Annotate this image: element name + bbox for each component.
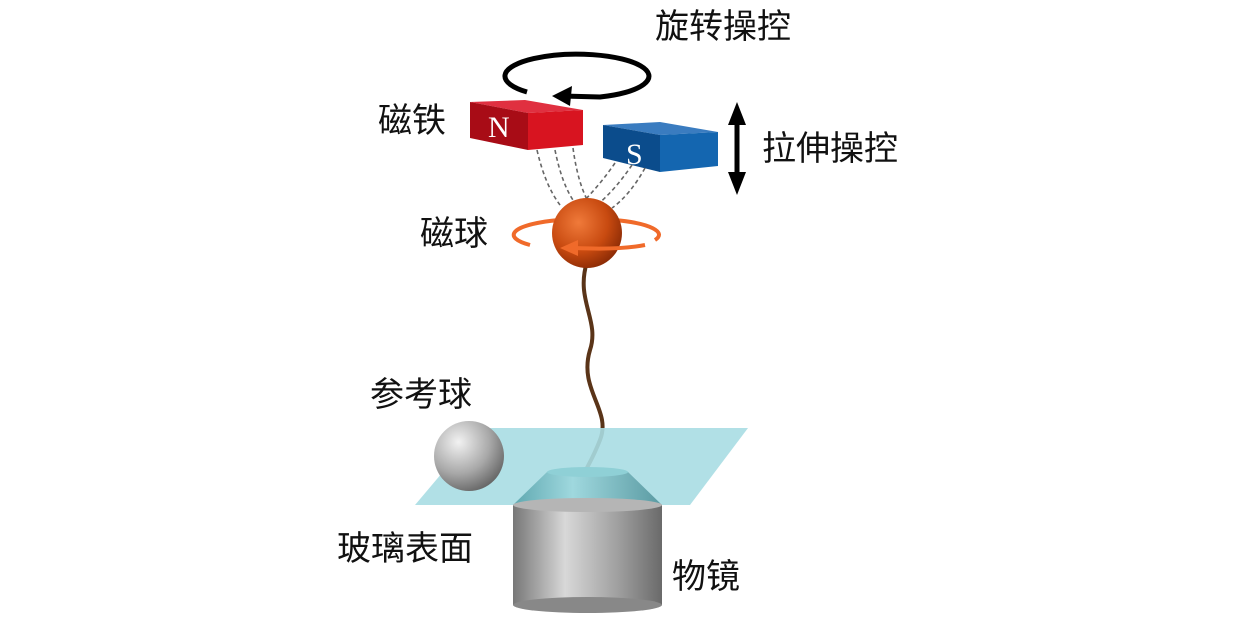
north-magnet: N [470,100,583,150]
objective-lens [513,467,662,613]
magnets-label: 磁铁 [378,101,446,141]
magnetic-bead-label: 磁球 [420,214,488,254]
reference-bead [434,421,504,491]
south-magnet: S [603,122,718,172]
south-pole-label: S [626,138,643,171]
objective-label: 物镜 [672,557,740,597]
rotation-control-label: 旋转操控 [655,7,791,47]
north-pole-label: N [488,111,510,144]
glass-surface-label: 玻璃表面 [337,529,473,569]
reference-bead-label: 参考球 [370,375,472,415]
rotation-arrow-icon [502,51,652,106]
stretch-arrow-icon [728,102,746,195]
stretch-control-label: 拉伸操控 [762,129,898,169]
magnetic-bead [511,198,661,268]
